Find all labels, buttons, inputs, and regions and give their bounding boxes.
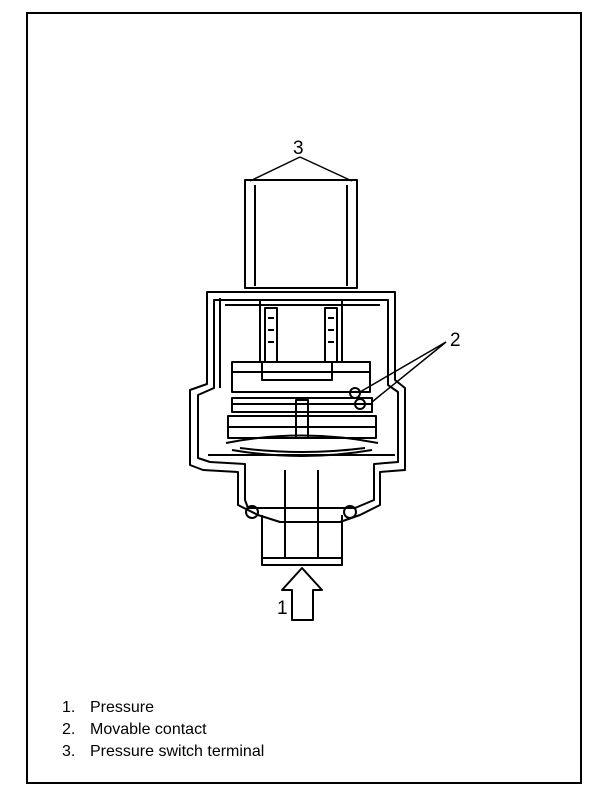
callout-terminal: 3 bbox=[293, 138, 304, 159]
pressure-port bbox=[261, 470, 343, 566]
spring-assembly bbox=[231, 299, 371, 393]
legend: 1.Pressure 2.Movable contact 3.Pressure … bbox=[62, 697, 264, 763]
pressure-arrow bbox=[281, 567, 323, 621]
switch-housing bbox=[189, 291, 406, 523]
legend-item: 1.Pressure bbox=[62, 699, 155, 716]
callout-movable-contact: 2 bbox=[450, 330, 461, 351]
leader-lines bbox=[249, 156, 447, 403]
legend-item: 2.Movable contact bbox=[62, 721, 207, 738]
terminal-block bbox=[244, 179, 358, 289]
figure-frame bbox=[26, 12, 582, 784]
diaphragm bbox=[208, 434, 395, 457]
left-boss bbox=[245, 505, 259, 519]
movable-contact bbox=[227, 387, 377, 439]
legend-item: 3.Pressure switch terminal bbox=[62, 743, 265, 760]
callout-pressure: 1 bbox=[277, 598, 288, 619]
right-boss bbox=[343, 505, 357, 519]
